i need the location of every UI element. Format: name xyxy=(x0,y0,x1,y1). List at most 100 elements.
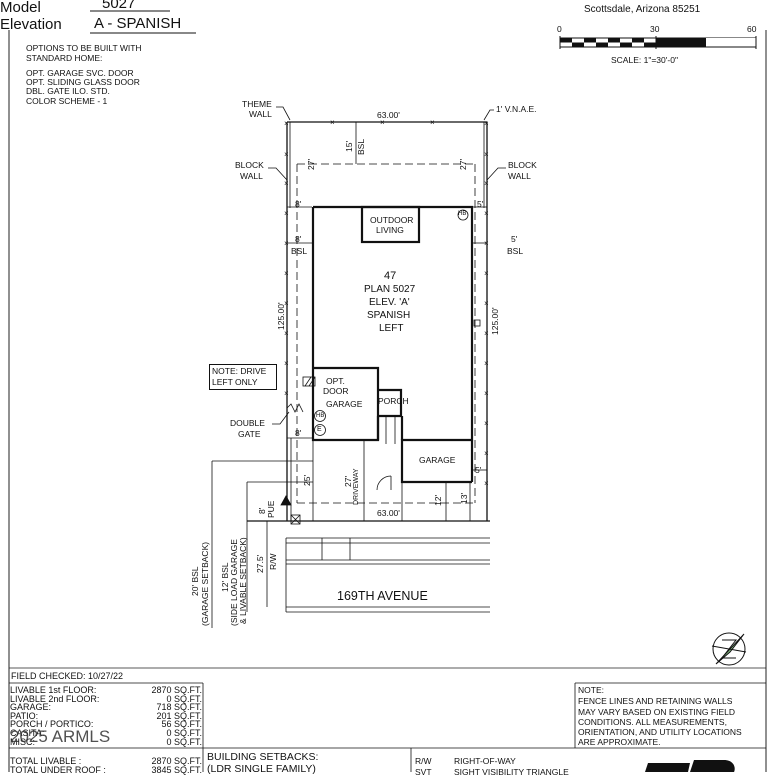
svg-text:×: × xyxy=(484,329,489,338)
options-heading-1: OPTIONS TO BE BUILT WITH xyxy=(26,43,142,53)
leader-lines xyxy=(268,106,506,425)
setbacks-subtitle: (LDR SINGLE FAMILY) xyxy=(207,763,316,775)
double-gate-label: DOUBLE xyxy=(230,418,265,428)
svg-text:×: × xyxy=(284,239,289,248)
north-arrow-icon xyxy=(711,632,747,666)
hose-bib-label: HB xyxy=(316,413,325,419)
svg-text:×: × xyxy=(284,119,289,128)
house-footprint xyxy=(311,205,474,484)
area-label: PORCH / PORTICO: xyxy=(10,719,94,730)
vnae-label: 1' V.N.A.E. xyxy=(496,104,537,114)
svg-text:×: × xyxy=(330,118,335,127)
svg-text:×: × xyxy=(284,299,289,308)
svg-text:×: × xyxy=(284,359,289,368)
street-lines xyxy=(211,460,490,628)
opt-door-label: DOOR xyxy=(323,386,349,396)
block-wall-right-label: BLOCK xyxy=(508,160,537,170)
door-swing xyxy=(286,403,392,491)
left-27-dimension: 27' xyxy=(306,158,316,170)
scale-bar xyxy=(559,36,757,49)
area-table: LIVABLE 1st FLOOR:2870 SQ.FT. LIVABLE 2n… xyxy=(10,686,202,746)
armls-watermark: 2025 ARMLS xyxy=(10,727,111,746)
double-gate-label: GATE xyxy=(238,429,261,439)
legend-text: SIGHT VISIBILITY TRIANGLE xyxy=(454,767,569,777)
right-5-bsl-dimension: 5' xyxy=(511,234,518,244)
drive-note-box xyxy=(209,364,277,390)
total-value: 2870 SQ.FT. xyxy=(151,756,202,766)
scale-label: SCALE: 1"=30'-0" xyxy=(611,55,678,65)
total-label: TOTAL UNDER ROOF : xyxy=(10,764,106,775)
setbacks-title: BUILDING SETBACKS: xyxy=(207,751,319,763)
area-value: 0 SQ.FT. xyxy=(166,727,202,738)
svg-text:×: × xyxy=(284,179,289,188)
area-label: LIVABLE 2nd FLOOR: xyxy=(10,693,100,704)
lot-number: 47 xyxy=(384,270,397,282)
bsl-12-sublabel: & LIVABLE SETBACK) xyxy=(238,537,248,624)
svg-text:×: × xyxy=(484,359,489,368)
right-depth-dimension: 125.00' xyxy=(490,307,500,335)
note-title: NOTE: xyxy=(578,685,604,695)
total-label: TOTAL LIVABLE : xyxy=(10,756,82,766)
block-wall-left-label: WALL xyxy=(240,171,263,181)
porch-label: PORCH xyxy=(378,396,409,406)
elevation-text: ELEV. 'A' xyxy=(369,297,410,308)
legend-abbr: R/W xyxy=(415,756,432,766)
area-label: MISC: xyxy=(10,736,36,747)
total-value: 3845 SQ.FT. xyxy=(151,764,202,775)
drive-note-text: LEFT ONLY xyxy=(212,377,258,387)
hand-text: LEFT xyxy=(379,323,404,334)
street-name: 169TH AVENUE xyxy=(337,589,428,603)
block-wall-left-label: BLOCK xyxy=(235,160,264,170)
legend-abbr: SVT xyxy=(415,767,432,777)
elevation-label: Elevation xyxy=(0,16,62,33)
dimension-ticks xyxy=(287,122,487,521)
left-25-dimension: 25' xyxy=(302,474,312,486)
left-depth-dimension: 125.00' xyxy=(276,302,286,330)
right-13-dimension: 13' xyxy=(459,492,469,504)
elevation-value: A - SPANISH xyxy=(94,15,182,32)
area-value: 56 SQ.FT. xyxy=(161,719,202,730)
hose-bib-label: HB xyxy=(458,211,467,217)
style-text: SPANISH xyxy=(367,310,411,321)
model-value: 5027 xyxy=(102,0,136,12)
svg-text:×: × xyxy=(284,269,289,278)
theme-wall-label: WALL xyxy=(249,109,272,119)
outdoor-living-label: LIVING xyxy=(376,225,404,235)
pue-label: PUE xyxy=(266,500,276,518)
drive-note-text: NOTE: DRIVE xyxy=(212,366,267,376)
center-12-dimension: 12' xyxy=(433,494,443,506)
setback-lines xyxy=(296,163,476,504)
note-line: ARE APPROXIMATE. xyxy=(578,737,661,747)
table-row: GARAGE:718 SQ.FT. xyxy=(10,703,202,712)
svg-text:×: × xyxy=(284,150,289,159)
option-item: COLOR SCHEME - 1 xyxy=(26,96,108,106)
svg-text:×: × xyxy=(484,150,489,159)
interior-lines xyxy=(312,319,481,521)
right-5-garage-dimension: 5' xyxy=(475,465,482,475)
table-row: LIVABLE 1st FLOOR:2870 SQ.FT. xyxy=(10,686,202,695)
rw-label: R/W xyxy=(268,553,278,570)
svg-text:×: × xyxy=(284,389,289,398)
area-value: 718 SQ.FT. xyxy=(156,702,202,713)
hose-bib-markers xyxy=(314,209,469,436)
svg-text:×: × xyxy=(484,299,489,308)
bsl-20-sublabel: (GARAGE SETBACK) xyxy=(200,541,210,626)
area-label: CASITA: xyxy=(10,727,45,738)
area-label: LIVABLE 1st FLOOR: xyxy=(10,685,97,695)
options-heading-2: STANDARD HOME: xyxy=(26,53,103,63)
svg-text:×: × xyxy=(484,239,489,248)
table-row: MISC:0 SQ.FT. xyxy=(10,736,202,747)
scale-tick-60: 60 xyxy=(747,24,757,34)
title-block-grid xyxy=(9,682,766,772)
svg-text:×: × xyxy=(284,329,289,338)
svg-text:×: × xyxy=(484,209,489,218)
table-row: LIVABLE 2nd FLOOR: 0 SQ.FT. xyxy=(10,693,202,704)
area-value: 201 SQ.FT. xyxy=(156,710,202,721)
area-value: 0 SQ.FT. xyxy=(166,693,202,704)
opt-door-label: OPT. xyxy=(326,376,345,386)
option-item: DBL. GATE ILO. STD. xyxy=(26,86,110,96)
plan-number: PLAN 5027 xyxy=(364,284,416,295)
table-row: PORCH / PORTICO: 56 SQ.FT. xyxy=(10,720,202,729)
right-bsl-label: BSL xyxy=(507,246,524,256)
center-27-dimension: 27' xyxy=(343,475,353,487)
